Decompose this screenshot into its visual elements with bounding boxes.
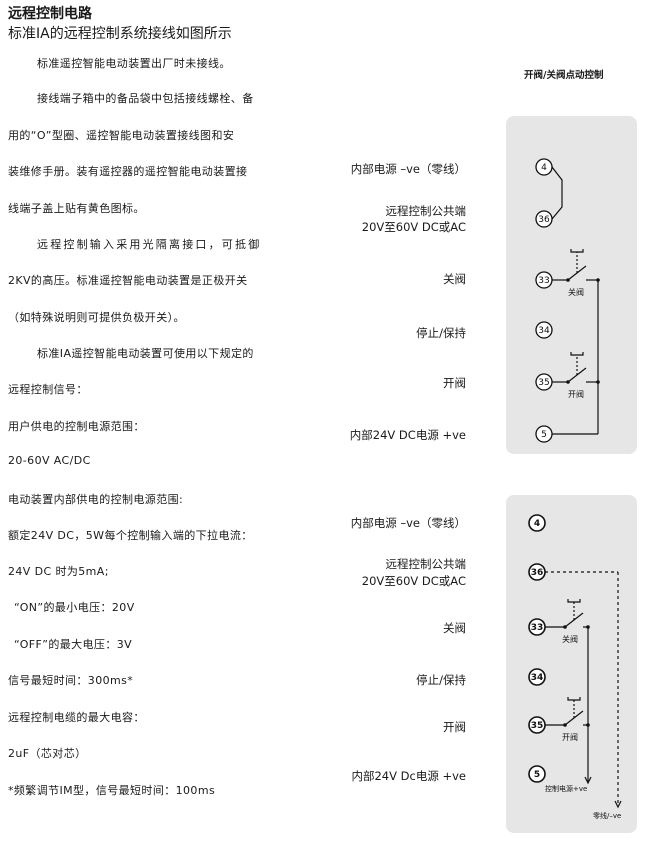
node-dot: [596, 380, 600, 384]
page-title: 远程控制电路: [8, 6, 92, 22]
diagram2-wiring: [545, 599, 592, 785]
label-remote-common: 远程控制公共端: [385, 557, 467, 571]
diagram1-wiring: [551, 166, 599, 435]
node-dot: [566, 380, 570, 384]
terminal-number: 36: [531, 568, 544, 578]
terminal-number: 4: [541, 163, 547, 173]
node-dot: [586, 625, 590, 629]
label-stop-hold: 停止/保持: [416, 326, 466, 340]
label-voltage-range: 20V至60V DC或AC: [361, 220, 466, 234]
paragraph-line: 2uF（芯对芯）: [8, 747, 87, 760]
arrow-head: [584, 776, 592, 785]
paragraph-line: 用户供电的控制电源范围：: [8, 420, 145, 433]
switch-label-close: 关阀: [562, 634, 578, 644]
terminal-33: [535, 271, 553, 289]
paragraph-line: 装维修手册。装有遥控器的遥控智能电动装置接: [8, 165, 248, 178]
push-button: [570, 352, 584, 356]
paragraph-line: 线端子盖上贴有黄色图标。: [8, 202, 145, 215]
panel-header: 开阀/关阀点动控制: [524, 70, 604, 81]
node-dot: [586, 723, 590, 727]
arrow-head: [614, 800, 622, 809]
paragraph-line: 20-60V AC/DC: [8, 454, 91, 467]
terminal-4: [535, 158, 553, 176]
paragraph-line: 2KV的高压。标准遥控智能电动装置是正极开关: [8, 274, 248, 287]
paragraph-line: 24V DC 时为5mA;: [8, 565, 109, 578]
node-dot: [563, 625, 567, 629]
terminal-35: [535, 373, 553, 391]
terminal-33: [528, 618, 546, 636]
push-button: [567, 697, 581, 701]
node-dot: [566, 278, 570, 282]
paragraph-line: 标准遥控智能电动装置出厂时未接线。: [37, 57, 231, 70]
terminal-number: 36: [538, 215, 550, 225]
paragraph-line: 远程控制信号：: [8, 383, 88, 396]
paragraph-line: 标准IA遥控智能电动装置可使用以下规定的: [37, 347, 254, 360]
terminal-number: 34: [531, 673, 544, 683]
label-stop-hold: 停止/保持: [416, 673, 466, 687]
paragraph-line: 电动装置内部供电的控制电源范围:: [8, 493, 184, 506]
diagram2-dashed-neutral: [545, 571, 619, 806]
diagram2-nodes: [563, 625, 590, 727]
paragraph-line: “OFF”的最大电压：3V: [14, 638, 133, 651]
paragraph-line: 信号最短时间：300ms*: [8, 674, 134, 687]
diagram2-supply-labels: 控制电源+ve 零线/–ve: [545, 784, 621, 820]
terminal-number: 33: [538, 276, 549, 286]
label-neutral-neg: 零线/–ve: [593, 811, 621, 820]
label-close: 关阀: [443, 621, 466, 635]
paragraph-line: *频繁调节IM型，信号最短时间：100ms: [8, 784, 216, 797]
terminal-number: 35: [538, 378, 549, 388]
label-remote-common: 远程控制公共端: [385, 204, 467, 218]
diagram1-nodes: [566, 278, 600, 384]
paragraph-line: 额定24V DC，5W每个控制输入端的下拉电流：: [8, 529, 253, 542]
terminal-5: [535, 425, 553, 443]
label-open: 开阀: [443, 720, 466, 734]
terminal-number: 35: [531, 721, 544, 731]
paragraph-line: 接线端子箱中的备品袋中包括接线螺栓、备: [37, 92, 254, 105]
terminal-34: [528, 668, 546, 686]
switch-label-close: 关阀: [568, 287, 584, 297]
wiring-panel-2: [506, 495, 637, 833]
terminal-4: [528, 514, 546, 532]
switch-label-open: 开阀: [568, 390, 584, 399]
push-button: [570, 249, 584, 253]
diagram2-terminal-numbers: 4 36 33 34 35 5: [531, 519, 544, 780]
paragraph-line: “ON”的最小电压：20V: [14, 601, 135, 614]
label-internal-pos: 内部24V DC电源 +ve: [349, 428, 466, 442]
diagram2-terminals: [528, 514, 546, 783]
page-subtitle: 标准IA的远程控制系统接线如图所示: [8, 26, 232, 42]
paragraph-line: 远程控制电缆的最大电容：: [8, 711, 145, 724]
terminal-36: [528, 563, 546, 581]
diagram1-switch-labels: 关阀 开阀: [568, 287, 584, 399]
label-voltage-range: 20V至60V DC或AC: [361, 574, 466, 588]
terminal-number: 34: [538, 326, 550, 336]
terminal-5: [528, 765, 546, 783]
terminal-number: 33: [531, 623, 544, 633]
jumper-wire: [551, 166, 563, 220]
node-dot: [596, 278, 600, 282]
terminal-number: 4: [534, 519, 540, 529]
push-button: [567, 599, 581, 603]
terminal-number: 5: [541, 430, 547, 440]
label-open: 开阀: [443, 376, 466, 390]
label-internal-neg: 内部电源 –ve（零线）: [350, 162, 466, 176]
terminal-34: [535, 321, 553, 339]
paragraph-line: 远程控制输入采用光隔离接口，可抵御: [37, 238, 262, 251]
wiring-panel-1: [506, 116, 637, 454]
paragraph-line: （如特殊说明则可提供负极开关）。: [8, 311, 185, 324]
switch-label-open: 开阀: [562, 733, 578, 742]
label-internal-pos: 内部24V Dc电源 +ve: [351, 769, 466, 783]
node-dot: [563, 723, 567, 727]
terminal-35: [528, 716, 546, 734]
diagram2-switch-labels: 关阀 开阀: [562, 634, 578, 742]
terminal-number: 5: [534, 770, 540, 780]
label-control-supply-pos: 控制电源+ve: [545, 784, 587, 793]
diagram1-terminal-numbers: 4 36 33 34 35 5: [538, 163, 550, 440]
label-internal-neg: 内部电源 –ve（零线）: [350, 516, 466, 530]
diagram1-terminals: [535, 158, 553, 443]
label-close: 关阀: [443, 272, 466, 286]
paragraph-line: 用的“O”型圈、遥控智能电动装置接线图和安: [8, 129, 235, 142]
terminal-36: [535, 210, 553, 228]
